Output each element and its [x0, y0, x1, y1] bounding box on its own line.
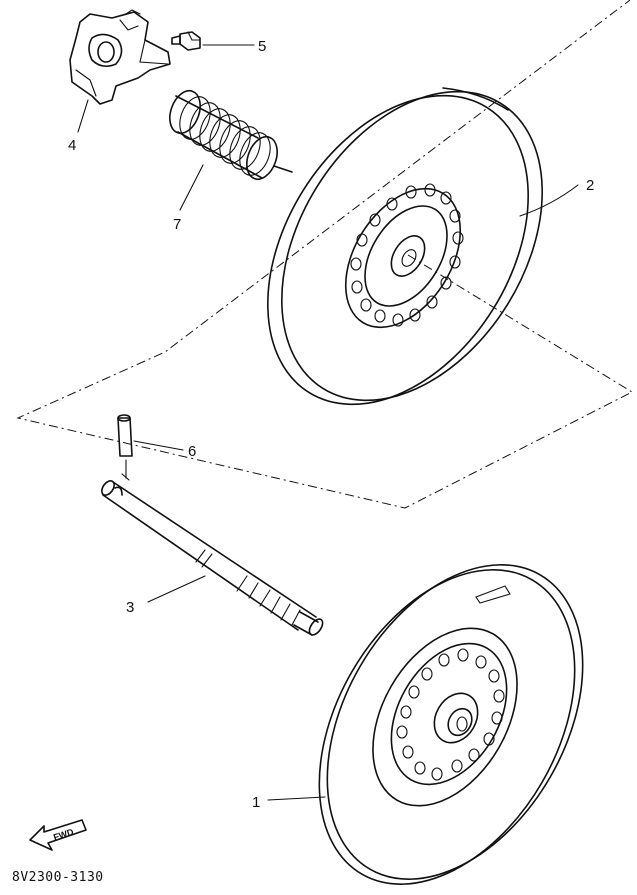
sheave-bolt-holes	[396, 648, 505, 781]
callout-6: 6	[188, 443, 196, 460]
callout-5: 5	[258, 38, 266, 55]
assembly-guide-lines	[16, 0, 634, 509]
callout-leaders	[77, 44, 579, 801]
callout-1: 1	[252, 794, 260, 811]
forward-arrow-icon: FWD	[29, 819, 87, 851]
part-4-bracket	[69, 9, 171, 105]
callout-4: 4	[68, 137, 76, 154]
callout-3: 3	[126, 599, 134, 616]
part-6-pin	[117, 414, 133, 481]
callout-7: 7	[173, 216, 181, 233]
callout-2: 2	[586, 177, 594, 194]
part-7-spring	[169, 89, 293, 181]
part-2-sheave	[267, 87, 543, 406]
drawing-code: 8V2300-3130	[12, 870, 104, 885]
sheave-bolt-holes	[350, 183, 464, 327]
part-1-sheave	[318, 564, 584, 885]
part-3-shaft	[101, 480, 324, 636]
part-5-nut	[171, 31, 201, 51]
